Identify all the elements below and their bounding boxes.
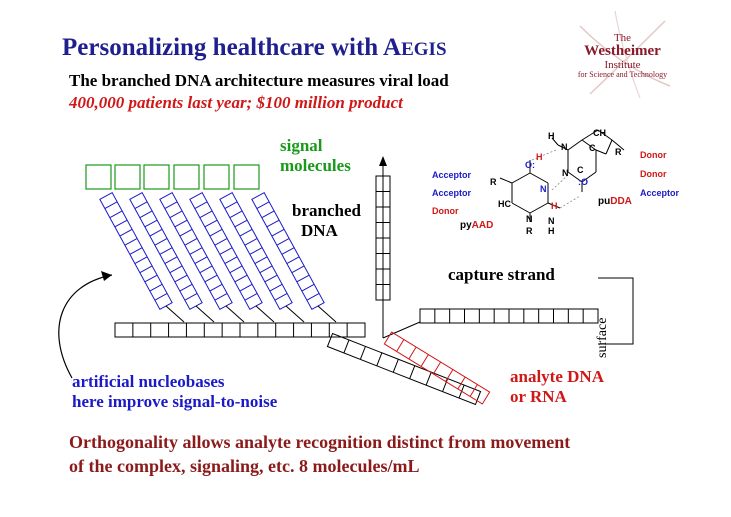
atom-n-top: N <box>561 142 568 152</box>
branched-label-1: branched <box>292 201 361 220</box>
tagline: 400,000 patients last year; $100 million… <box>69 93 403 112</box>
logo-line-3: Institute <box>604 59 641 71</box>
atom-c-mid: C <box>577 165 584 175</box>
backbone-strands <box>114 156 599 406</box>
atom-h-red-top: H <box>536 152 543 162</box>
institute-logo: The Westheimer Institute for Science and… <box>560 6 685 101</box>
surface-label: surface <box>595 318 610 358</box>
signal-box <box>85 164 112 190</box>
signal-box <box>173 164 200 190</box>
atom-h-top: H <box>548 131 555 141</box>
right-role-1: Donor <box>640 150 667 160</box>
analyte-strand <box>383 331 491 405</box>
left-base-name: pyAAD <box>460 220 493 231</box>
right-base-prefix: pu <box>598 196 611 207</box>
atom-r-left: R <box>490 177 497 187</box>
atom-r-right: R <box>615 147 622 157</box>
left-role-1: Acceptor <box>432 170 472 180</box>
footer: Orthogonality allows analyte recognition… <box>69 430 570 478</box>
artificial-label-1: artificial nucleobases <box>72 372 225 391</box>
axis-connector <box>382 321 421 339</box>
branch-ladder <box>251 191 325 311</box>
page-title: Personalizing healthcare with AEGIS <box>62 34 447 62</box>
branch-ladder <box>219 191 293 311</box>
branch-connector <box>255 305 275 323</box>
title-brand-rest: EGIS <box>401 39 447 60</box>
atom-n-mid: N <box>562 168 569 178</box>
signal-box <box>143 164 170 190</box>
branch-ladder <box>159 191 233 311</box>
right-role-3: Acceptor <box>640 188 680 198</box>
capture-ladder <box>419 308 599 324</box>
logo-line-1: The <box>613 32 632 44</box>
axis-arrow-up <box>379 156 387 166</box>
branch-connector <box>165 305 185 323</box>
artificial-nucleobase-label: artificial nucleobases here improve sign… <box>72 372 277 412</box>
branched-label: branched DNA <box>292 201 361 241</box>
base-pair-structure: H H N CH C R O: R N: HC H N R N H :O N C <box>490 128 625 236</box>
signal-label: signal molecules <box>280 136 351 176</box>
title-brand-first: A <box>383 34 402 61</box>
signal-box <box>233 164 260 190</box>
logo-line-2: Westheimer <box>584 43 661 59</box>
branch-ladder <box>99 191 173 311</box>
right-base-code: DDA <box>610 196 632 207</box>
atom-o-left: O: <box>525 160 535 170</box>
atom-n-left: N: <box>540 184 550 194</box>
analyte-label: analyte DNA or RNA <box>510 367 604 407</box>
atom-n-bottom: N <box>526 214 533 224</box>
atom-h-red-bottom: H <box>551 201 558 211</box>
left-role-3: Donor <box>432 206 459 216</box>
curved-arrow-icon <box>58 271 113 379</box>
right-role-list: Donor Donor Acceptor <box>640 146 679 203</box>
atom-ch: CH <box>593 128 606 138</box>
left-base-code: AAD <box>471 220 494 231</box>
left-role-2: Acceptor <box>432 188 472 198</box>
atom-r-bottom: R <box>526 226 533 236</box>
analyte-label-1: analyte DNA <box>510 367 604 386</box>
branch-connector <box>285 305 305 323</box>
footer-line-1: Orthogonality allows analyte recognition… <box>69 432 571 452</box>
analyte-label-2: or RNA <box>510 387 567 406</box>
signal-label-2: molecules <box>280 156 351 175</box>
surface-plate: surface <box>595 277 634 358</box>
branched-label-2: DNA <box>301 221 338 240</box>
atom-h-amine: H <box>548 226 555 236</box>
left-base-prefix: py <box>460 220 472 231</box>
atom-o-right: :O <box>578 177 588 187</box>
left-role-list: Acceptor Acceptor Donor <box>432 166 471 220</box>
subtitle: The branched DNA architecture measures v… <box>69 71 449 90</box>
footer-line-2: of the complex, signaling, etc. 8 molecu… <box>69 456 420 476</box>
signal-molecule-boxes <box>85 164 260 190</box>
branch-ladder <box>189 191 263 311</box>
title-main: Personalizing healthcare with <box>62 34 384 61</box>
branch-connector <box>225 305 245 323</box>
atom-hc: HC <box>498 199 511 209</box>
right-base-name: puDDA <box>598 196 632 207</box>
capture-strand-label: capture strand <box>448 265 555 284</box>
logo-swirl-icon <box>579 10 671 99</box>
signal-box <box>114 164 141 190</box>
artificial-label-2: here improve signal-to-noise <box>72 392 278 411</box>
branch-ladder <box>129 191 203 311</box>
signal-box <box>203 164 230 190</box>
branched-dna-strands <box>99 191 337 323</box>
right-role-2: Donor <box>640 169 667 179</box>
analyte-ladder <box>383 331 491 405</box>
backbone-ladder <box>114 322 366 338</box>
branch-connector <box>195 305 215 323</box>
branch-connector <box>317 305 337 323</box>
logo-line-4: for Science and Technology <box>577 70 668 79</box>
lower-diagonal-ladder <box>326 332 482 406</box>
signal-label-1: signal <box>280 136 323 155</box>
atom-c-right: C <box>589 143 596 153</box>
atom-n-amine: N <box>548 216 555 226</box>
